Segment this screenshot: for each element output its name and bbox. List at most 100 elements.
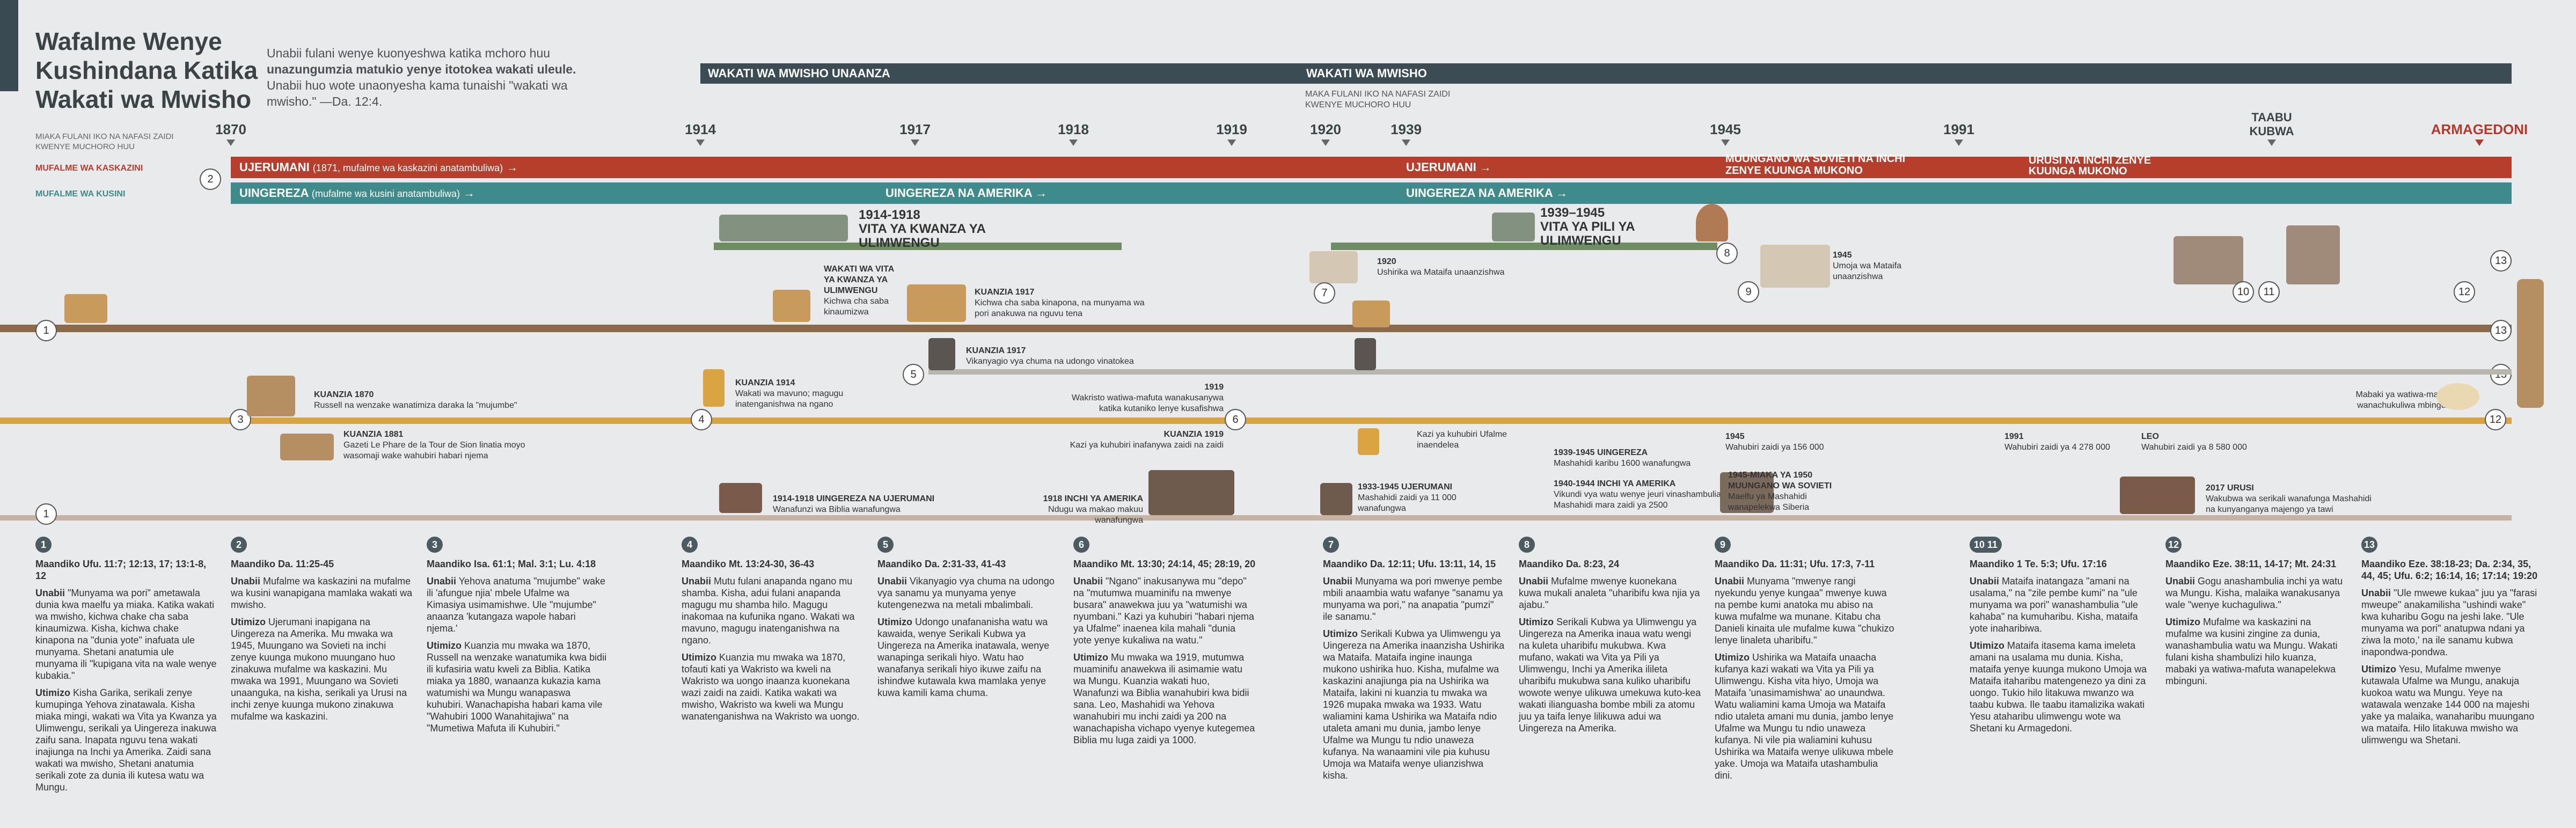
explanation-10-11-number: 10 11 xyxy=(1970,537,2002,553)
event-1920-text: Ushirika wa Mataifa unaanzishwa xyxy=(1377,268,1505,277)
explanation-7-utimizo-text: Serikali Kubwa ya Ulimwengu ya Uingereza… xyxy=(1323,628,1505,781)
explanation-1-number: 1 xyxy=(35,537,52,553)
event-pub-today: LEO Wahubiri zaidi ya 8 580 000 xyxy=(2141,431,2281,453)
explanation-9-ref: Maandiko Da. 11:31; Ufu. 17:3, 7-11 xyxy=(1715,559,1875,569)
label-unabii: Unabii xyxy=(1715,576,1745,587)
marker-12-top: 12 xyxy=(2454,281,2475,303)
tick-1939 xyxy=(1402,140,1410,146)
event-persecution-1914-title: 1914-1918 UINGEREZA NA UJERUMANI xyxy=(773,494,935,503)
marker-3: 3 xyxy=(230,409,251,430)
explanation-2-unabii-text: Mufalme wa kaskazini na mufalme wa kusin… xyxy=(231,576,413,610)
explanation-12-unabii: Unabii Gogu anashambulia inchi ya watu w… xyxy=(2165,575,2348,611)
band-red-1: UJERUMANI (1871, mufalme wa kaskazini an… xyxy=(239,160,518,174)
event-1920-title: 1920 xyxy=(1377,257,1396,266)
explanation-2-utimizo: Utimizo Ujerumani inapigana na Uingereza… xyxy=(231,616,413,722)
event-persecution-1939-title: 1939-1945 UINGEREZA xyxy=(1554,448,1648,457)
un-building-icon xyxy=(1760,245,1830,288)
atomic-bomb-icon xyxy=(1696,204,1728,241)
explanation-5-unabii: Unabii Vikanyagio vya chuma na udongo vy… xyxy=(877,575,1060,611)
event-pub-today-title: LEO xyxy=(2141,432,2159,441)
explanation-3-number: 3 xyxy=(427,537,443,553)
marker-8: 8 xyxy=(1716,243,1738,264)
event-1917b-title: KUANZIA 1917 xyxy=(966,346,1026,355)
explanation-7-unabii-text: Munyama wa pori mwenye pembe mbili anaam… xyxy=(1323,576,1503,622)
event-persecution-1939-text: Mashahidi karibu 1600 wanafungwa xyxy=(1554,459,1691,468)
explanation-13-number: 13 xyxy=(2361,537,2377,553)
explanation-13-utimizo-text: Yesu, Mufalme mwenye kutawala Ufalme wa … xyxy=(2361,664,2535,745)
explanation-2-ref: Maandiko Da. 11:25-45 xyxy=(231,559,334,569)
event-persecution-2017: 2017 URUSI Wakubwa wa serikali wanafunga… xyxy=(2206,483,2383,515)
league-building-icon xyxy=(1309,251,1358,283)
explanation-12-ref: Maandiko Eze. 38:11, 14-17; Mt. 24:31 xyxy=(2165,559,2337,569)
explanation-12-number: 12 xyxy=(2165,537,2182,553)
title-line-3: Wakati wa Mwisho xyxy=(35,85,252,113)
explanation-8-utimizo: Utimizo Serikali Kubwa ya Ulimwengu ya U… xyxy=(1519,616,1701,734)
band-red-4: URUSI NA INCHI ZENYE KUUNGA MUKONO xyxy=(2029,155,2151,177)
explanation-5: 5 Maandiko Da. 2:31-33, 41-43 Unabii Vik… xyxy=(877,537,1060,699)
label-utimizo: Utimizo xyxy=(2361,664,2396,675)
explanation-3-unabii-text: Yehova anatuma "mujumbe" wake ili 'afung… xyxy=(427,576,605,634)
explanation-2-number: 2 xyxy=(231,537,247,553)
event-1945-un-title: 1945 xyxy=(1833,251,1852,260)
event-persecution-1940-title: 1940-1944 INCHI YA AMERIKA xyxy=(1554,479,1676,488)
explanation-1-utimizo-text: Kisha Garika, serikali zenye kumupinga Y… xyxy=(35,687,217,793)
wheat-icon-2 xyxy=(1358,428,1379,455)
band-teal-1-label: UINGEREZA xyxy=(239,186,309,200)
explanation-9-utimizo-text: Ushirika wa Mataifa unaacha kufanya kazi… xyxy=(1715,652,1894,781)
event-1914-harvest: KUANZIA 1914 Wakati wa mavuno; magugu in… xyxy=(735,378,885,410)
ww1-band xyxy=(714,243,1122,250)
explanation-10-11: 10 11 Maandiko 1 Te. 5:3; Ufu. 17:16 Una… xyxy=(1970,537,2152,734)
band-king-south xyxy=(231,182,2512,204)
explanation-12-utimizo: Utimizo Mufalme wa kaskazini na mufalme … xyxy=(2165,616,2348,687)
year-1918: 1918 xyxy=(1058,121,1089,137)
event-1917a-text: Kichwa cha saba kinapona, na munyama wa … xyxy=(975,298,1145,318)
event-persecution-1918-title: 1918 INCHI YA AMERIKA xyxy=(1043,494,1143,503)
ww2-years: 1939–1945 xyxy=(1540,206,1605,220)
explanation-13-unabii: Unabii "Ule mwewe kukaa" juu ya "farasi … xyxy=(2361,587,2538,658)
explanation-10-11-utimizo: Utimizo Mataifa itasema kama imeleta ama… xyxy=(1970,640,2152,734)
band-king-north xyxy=(231,157,2512,178)
event-1914-harvest-text: Wakati wa mavuno; magugu inatenganishwa … xyxy=(735,389,844,409)
tick-1917 xyxy=(911,140,919,146)
year-1920: 1920 xyxy=(1310,121,1341,137)
marker-10: 10 xyxy=(2233,281,2254,303)
event-beast-wounded: WAKATI WA VITA YA KWANZA YA ULIMWENGU Ki… xyxy=(824,264,904,318)
wheat-icon-1 xyxy=(703,369,724,407)
marker-4: 4 xyxy=(691,409,712,430)
band-teal-1-note: (mufalme wa kusini anatambuliwa) xyxy=(311,188,460,199)
explanation-1-utimizo: Utimizo Kisha Garika, serikali zenye kum… xyxy=(35,687,218,793)
period-second-note: MAKA FULANI IKO NA NAFASI ZAIDI KWENYE M… xyxy=(1305,90,1451,109)
explanation-1-ref: Maandiko Ufu. 11:7; 12:13, 17; 13:1-8, 1… xyxy=(35,559,207,581)
brothers-imprisoned-icon xyxy=(1148,470,1234,515)
marker-2: 2 xyxy=(200,168,221,190)
explanation-3-utimizo: Utimizo Kuanzia mu mwaka wa 1870, Russel… xyxy=(427,640,609,734)
label-unabii: Unabii xyxy=(2165,576,2196,587)
beast-icon-1 xyxy=(64,294,107,323)
explanation-12-unabii-text: Gogu anashambulia inchi ya watu wa Mungu… xyxy=(2165,576,2343,610)
label-unabii: Unabii xyxy=(1970,576,2000,587)
explanation-2-utimizo-text: Ujerumani inapigana na Uingereza na Amer… xyxy=(231,617,407,722)
explanation-4-number: 4 xyxy=(682,537,698,553)
explanation-9: 9 Maandiko Da. 11:31; Ufu. 17:3, 7-11 Un… xyxy=(1715,537,1897,781)
prisoners-icon xyxy=(1320,483,1352,515)
event-pub-today-text: Wahubiri zaidi ya 8 580 000 xyxy=(2141,443,2247,452)
explanation-4: 4 Maandiko Mt. 13:24-30, 36-43 Unabii Mu… xyxy=(682,537,864,722)
event-persecution-1933: 1933-1945 UJERUMANI Mashahidi zaidi ya 1… xyxy=(1358,482,1487,514)
event-persecution-1940: 1940-1944 INCHI YA AMERIKA Vikundi vya w… xyxy=(1554,479,1731,511)
intro-rest: Unabii huo wote unaonyesha kama tunaishi… xyxy=(267,78,568,108)
label-unabii: Unabii xyxy=(35,588,65,598)
event-1914-harvest-title: KUANZIA 1914 xyxy=(735,378,795,387)
event-pub-1991: 1991 Wahubiri zaidi ya 4 278 000 xyxy=(2004,431,2144,453)
feet-icon-2 xyxy=(1355,338,1376,370)
explanation-6: 6 Maandiko Mt. 13:30; 24:14, 45; 28:19, … xyxy=(1073,537,1256,746)
label-utimizo: Utimizo xyxy=(427,640,462,651)
sidebar-accent xyxy=(0,0,18,91)
event-1919-preaching-title: KUANZIA 1919 xyxy=(1163,430,1224,439)
tick-1991 xyxy=(1955,140,1963,146)
explanation-9-utimizo: Utimizo Ushirika wa Mataifa unaacha kufa… xyxy=(1715,651,1897,781)
event-1919-text: Wakristo watiwa-mafuta wanakusanywa kati… xyxy=(1071,393,1224,413)
marker-1-top: 1 xyxy=(35,320,57,341)
explanation-7-utimizo: Utimizo Serikali Kubwa ya Ulimwengu ya U… xyxy=(1323,628,1505,781)
event-1870-title: KUANZIA 1870 xyxy=(314,390,374,399)
explanation-3: 3 Maandiko Isa. 61:1; Mal. 3:1; Lu. 4:18… xyxy=(427,537,609,734)
